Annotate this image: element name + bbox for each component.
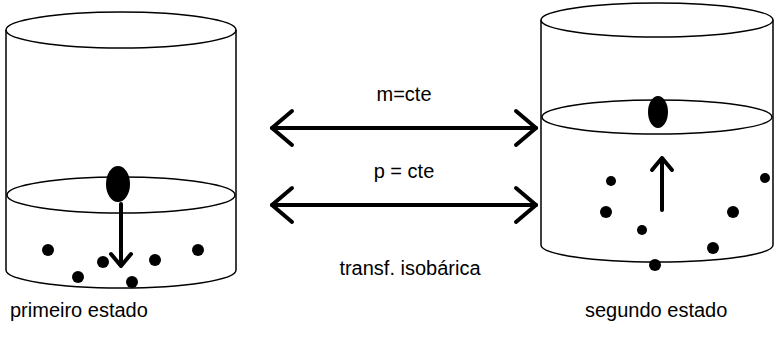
process-label: transf. isobárica [339, 256, 480, 280]
double-arrow [272, 188, 536, 222]
arrow-shaft [272, 203, 536, 207]
arrow-head [272, 111, 292, 145]
molecule [707, 242, 719, 254]
piston [542, 100, 772, 134]
piston-weight [106, 166, 130, 202]
state-label: primeiro estado [10, 298, 148, 322]
cylinder-top [541, 3, 773, 37]
piston [7, 177, 235, 213]
molecule [97, 256, 109, 268]
arrow-head [516, 188, 536, 222]
arrow-head [272, 188, 292, 222]
molecule [727, 206, 739, 218]
molecule [42, 244, 54, 256]
molecule [637, 225, 647, 235]
cylinder-bottom [6, 270, 236, 288]
constant-label: m=cte [376, 82, 431, 106]
double-arrow [272, 111, 536, 145]
arrow-shaft [272, 126, 536, 130]
cylinder-outline [538, 0, 776, 333]
cylinder-wall [6, 30, 236, 270]
cylinder-bottom [541, 245, 773, 262]
cylinder-top [6, 12, 236, 48]
force-arrow [652, 158, 672, 210]
molecule [192, 244, 204, 256]
gas-cylinder: segundo estado [538, 0, 776, 333]
molecule [649, 259, 661, 271]
state-label: segundo estado [585, 298, 727, 322]
cylinder-wall [541, 20, 773, 245]
molecule [149, 254, 161, 266]
molecule [606, 176, 616, 186]
cylinder-outline [4, 8, 238, 333]
gas-cylinder: primeiro estado [4, 8, 238, 333]
arrow-head [516, 111, 536, 145]
piston-weight [648, 96, 668, 128]
molecule [760, 173, 770, 183]
molecule [600, 206, 612, 218]
molecule [126, 276, 138, 288]
constant-label: p = cte [374, 159, 435, 183]
molecule [72, 271, 84, 283]
